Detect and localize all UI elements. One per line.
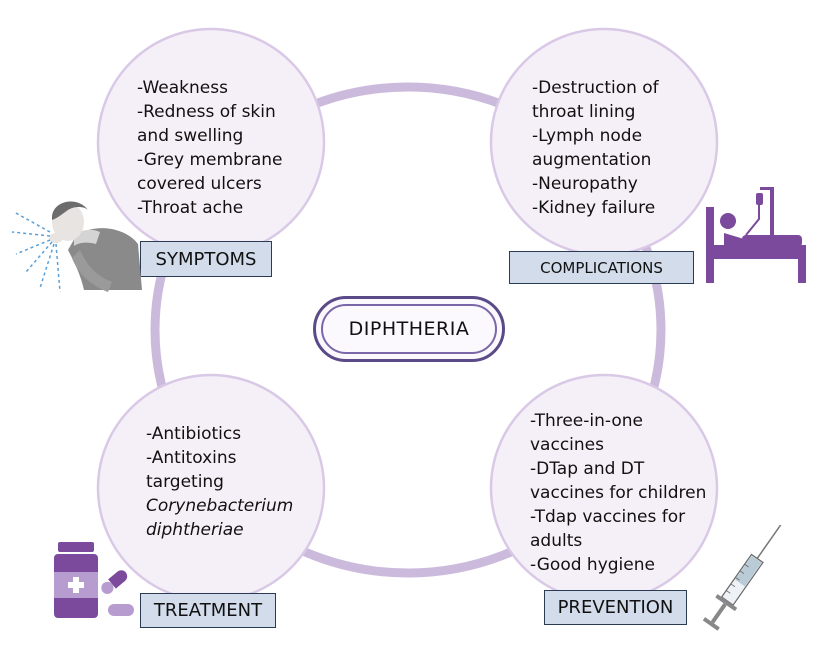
complications-list: -Destruction of throat lining -Lymph nod… — [532, 76, 659, 220]
prevention-label: PREVENTION — [544, 590, 687, 625]
list-item: -Neuropathy — [532, 174, 638, 194]
list-item: Corynebacterium — [146, 496, 294, 516]
treatment-list: -Antibiotics -Antitoxins targeting Coryn… — [146, 422, 293, 542]
list-item: -Antibiotics — [146, 424, 242, 444]
list-item: -Three-in-one — [530, 411, 643, 431]
list-item: adults — [530, 531, 583, 551]
list-item: covered ulcers — [137, 174, 262, 194]
treatment-label: TREATMENT — [140, 593, 276, 628]
list-item: targeting — [146, 472, 224, 492]
complications-label: COMPLICATIONS — [509, 251, 694, 284]
list-item: -Grey membrane — [137, 150, 283, 170]
hospital-bed-icon — [706, 187, 806, 283]
syringe-icon — [702, 525, 786, 631]
list-item: -DTap and DT — [530, 459, 645, 479]
list-item: throat lining — [532, 102, 636, 122]
list-item: vaccines for children — [530, 483, 707, 503]
list-item: -Good hygiene — [530, 555, 655, 575]
center-title: DIPHTHERIA — [321, 304, 497, 354]
list-item: -Weakness — [137, 78, 228, 98]
coughing-person-icon — [11, 201, 142, 293]
prevention-list: -Three-in-one vaccines -DTap and DT vacc… — [530, 409, 706, 577]
list-item: -Throat ache — [137, 198, 244, 218]
list-item: -Redness of skin — [137, 102, 276, 122]
list-item: diphtheriae — [146, 520, 244, 540]
medicine-bottle-icon — [54, 542, 134, 618]
symptoms-label: SYMPTOMS — [140, 241, 272, 277]
list-item: -Kidney failure — [532, 198, 656, 218]
list-item: -Lymph node — [532, 126, 643, 146]
symptoms-list: -Weakness -Redness of skin and swelling … — [137, 76, 282, 220]
list-item: -Tdap vaccines for — [530, 507, 686, 527]
list-item: vaccines — [530, 435, 604, 455]
list-item: augmentation — [532, 150, 652, 170]
list-item: and swelling — [137, 126, 244, 146]
connecting-ring — [150, 82, 666, 578]
list-item: -Destruction of — [532, 78, 659, 98]
center-pill: DIPHTHERIA — [313, 296, 505, 362]
list-item: -Antitoxins — [146, 448, 237, 468]
